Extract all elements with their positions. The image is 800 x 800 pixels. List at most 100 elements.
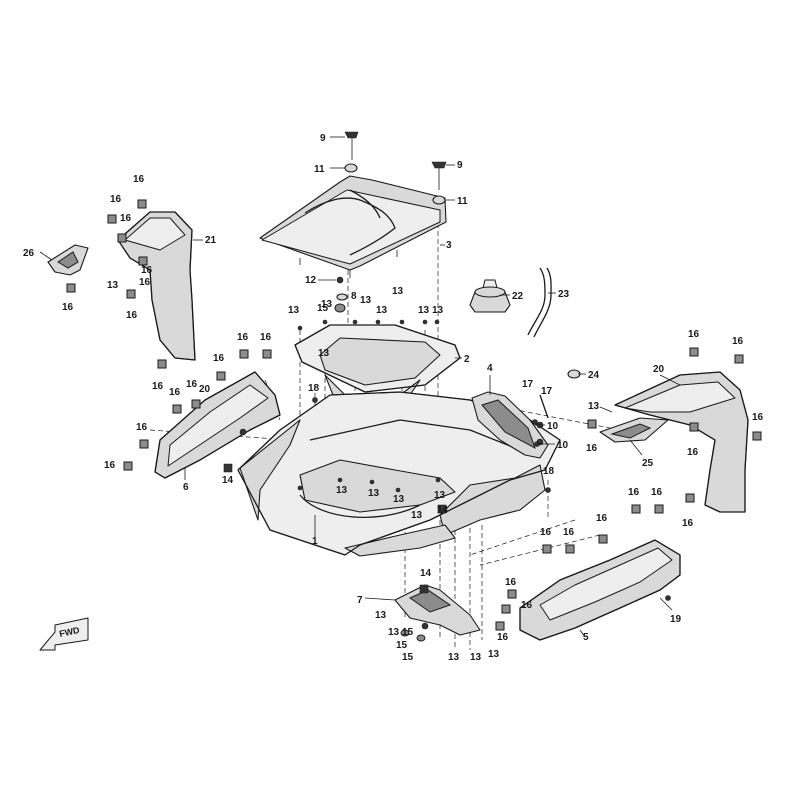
callout-14c: 14 bbox=[420, 568, 432, 579]
seat-cover-part bbox=[259, 175, 447, 278]
callout-16-27: 16 bbox=[521, 600, 533, 611]
callout-13e: 13 bbox=[376, 305, 388, 316]
right-footrest-part bbox=[519, 539, 681, 641]
callout-16-12: 16 bbox=[186, 379, 198, 390]
callout-23: 23 bbox=[558, 289, 570, 300]
callout-16-21: 16 bbox=[628, 487, 640, 498]
callout-13i: 13 bbox=[107, 280, 119, 291]
callout-16-6: 16 bbox=[126, 310, 138, 321]
callout-13t: 13 bbox=[488, 649, 500, 660]
callout-9a: 9 bbox=[320, 133, 326, 144]
callout-13l: 13 bbox=[368, 488, 380, 499]
clip-16-group bbox=[66, 199, 762, 631]
callout-26: 26 bbox=[23, 248, 35, 259]
callout-15a: 15 bbox=[317, 303, 329, 314]
callout-leaders bbox=[39, 136, 681, 638]
callout-16-1: 16 bbox=[133, 174, 145, 185]
callout-8: 8 bbox=[351, 291, 357, 302]
rear-body-part bbox=[237, 391, 561, 557]
callout-18a: 18 bbox=[308, 383, 320, 394]
callout-16-2: 16 bbox=[110, 194, 122, 205]
callout-13h: 13 bbox=[318, 348, 330, 359]
callout-19: 19 bbox=[670, 614, 682, 625]
callout-13s: 13 bbox=[470, 652, 482, 663]
callout-16-22: 16 bbox=[651, 487, 663, 498]
callout-18b: 18 bbox=[543, 466, 555, 477]
callout-13q: 13 bbox=[388, 627, 400, 638]
callout-11a: 11 bbox=[314, 164, 325, 175]
lower-splash-guard-part bbox=[394, 584, 481, 636]
callout-3: 3 bbox=[446, 240, 452, 251]
callout-13o: 13 bbox=[434, 490, 446, 501]
right-bracket-part bbox=[599, 417, 669, 443]
callout-16-26: 16 bbox=[505, 577, 517, 588]
callout-15b: 15 bbox=[396, 640, 408, 651]
left-bracket-part bbox=[47, 244, 89, 276]
screw-13-group bbox=[297, 319, 441, 493]
callout-16-20: 16 bbox=[682, 518, 694, 529]
forward-direction-arrow: FWD bbox=[39, 617, 89, 651]
callout-16-13: 16 bbox=[136, 422, 148, 433]
callout-16-14: 16 bbox=[104, 460, 116, 471]
callout-13j: 13 bbox=[588, 401, 600, 412]
callout-16-25: 16 bbox=[563, 527, 575, 538]
callout-25: 25 bbox=[642, 458, 654, 469]
reflector-panel-part bbox=[471, 375, 549, 459]
callout-10a: 10 bbox=[547, 421, 559, 432]
callout-13g: 13 bbox=[432, 305, 444, 316]
callout-16-9: 16 bbox=[260, 332, 272, 343]
callout-13a: 13 bbox=[288, 305, 300, 316]
callout-13k: 13 bbox=[336, 485, 348, 496]
callout-16-28: 16 bbox=[497, 632, 509, 643]
callout-5: 5 bbox=[583, 632, 589, 643]
callout-13r: 13 bbox=[448, 652, 460, 663]
callout-17b: 17 bbox=[541, 386, 553, 397]
callout-13b: 13 bbox=[321, 299, 333, 310]
callout-16-16: 16 bbox=[732, 336, 744, 347]
callout-16-18: 16 bbox=[586, 443, 598, 454]
callout-21: 21 bbox=[205, 235, 217, 246]
callout-16-11: 16 bbox=[169, 387, 181, 398]
callout-13f: 13 bbox=[418, 305, 430, 316]
callout-17a: 17 bbox=[522, 379, 534, 390]
callout-16-23: 16 bbox=[596, 513, 608, 524]
callout-16-5: 16 bbox=[62, 302, 74, 313]
callout-13d: 13 bbox=[392, 286, 404, 297]
callout-15d: 15 bbox=[402, 652, 414, 663]
forward-label: FWD bbox=[58, 625, 81, 639]
callout-7: 7 bbox=[357, 595, 363, 606]
callout-12: 12 bbox=[305, 275, 317, 286]
callout-16-8: 16 bbox=[237, 332, 249, 343]
callout-14a: 14 bbox=[222, 475, 234, 486]
callout-15c: 15 bbox=[402, 627, 414, 638]
callout-6: 6 bbox=[183, 482, 189, 493]
callout-13c: 13 bbox=[360, 295, 372, 306]
loose-hardware bbox=[66, 131, 762, 642]
callout-16-4: 16 bbox=[139, 277, 151, 288]
callout-14b: 14 bbox=[437, 505, 449, 516]
left-mudguard-part bbox=[117, 211, 196, 361]
callout-16-24: 16 bbox=[540, 527, 552, 538]
callout-9b: 9 bbox=[457, 160, 463, 171]
callout-16-19: 16 bbox=[687, 447, 699, 458]
callout-11b: 11 bbox=[457, 196, 468, 207]
callout-13m: 13 bbox=[393, 494, 405, 505]
callout-16-15: 16 bbox=[688, 329, 700, 340]
callout-24: 24 bbox=[588, 370, 600, 381]
callout-13p: 13 bbox=[375, 610, 387, 621]
callout-labels: 1 2 3 4 5 6 7 8 9 9 10 10 11 11 12 13 13… bbox=[23, 133, 764, 663]
callout-2: 2 bbox=[464, 354, 470, 365]
callout-20a: 20 bbox=[199, 384, 211, 395]
callout-16-7: 16 bbox=[152, 381, 164, 392]
callout-16-10: 16 bbox=[213, 353, 225, 364]
callout-20b: 20 bbox=[653, 364, 665, 375]
callout-22: 22 bbox=[512, 291, 524, 302]
left-rear-fender-part bbox=[154, 371, 281, 480]
callout-16-3: 16 bbox=[120, 213, 132, 224]
callout-4: 4 bbox=[487, 363, 493, 374]
callout-16-29: 16 bbox=[141, 265, 153, 276]
callout-16-17: 16 bbox=[752, 412, 764, 423]
callout-1: 1 bbox=[312, 536, 318, 547]
callout-13n: 13 bbox=[411, 510, 423, 521]
